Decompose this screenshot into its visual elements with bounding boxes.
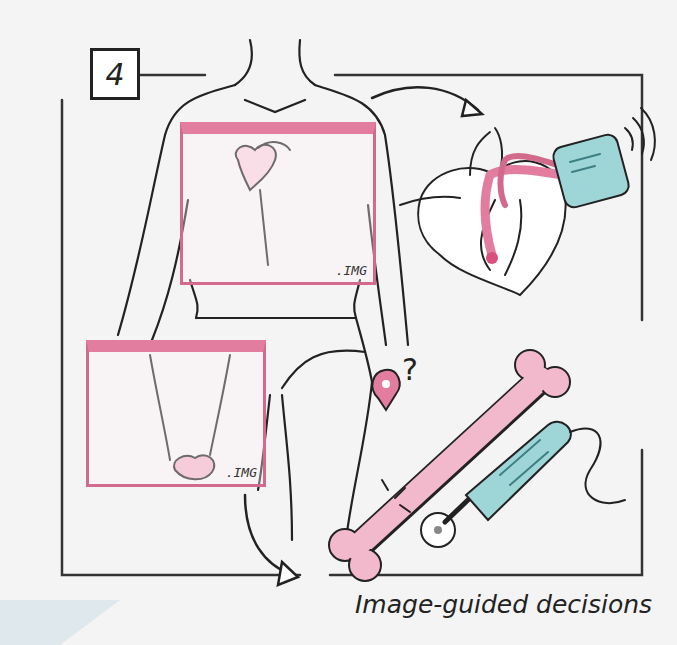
background-shape	[0, 600, 120, 645]
bone-and-drill	[329, 350, 625, 581]
file-label: .IMG	[336, 263, 367, 278]
panel-number-box: 4	[90, 48, 140, 100]
question-mark: ?	[402, 352, 418, 387]
panel-frame	[62, 75, 642, 575]
image-window: .IMG	[180, 122, 376, 285]
file-label: .IMG	[226, 465, 257, 480]
panel-number: 4	[105, 57, 124, 92]
heart-illustration	[400, 108, 655, 295]
caption: Image-guided decisions	[355, 590, 652, 619]
image-window: .IMG	[86, 340, 266, 487]
